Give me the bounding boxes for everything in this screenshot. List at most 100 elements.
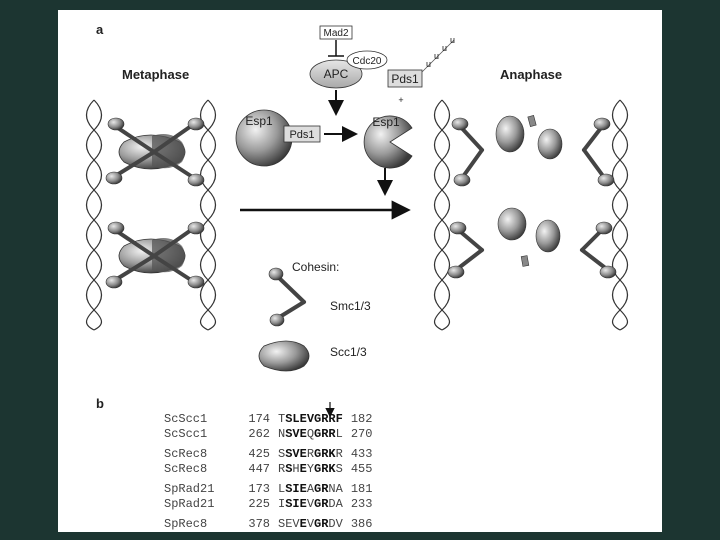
esp1-left-label: Esp1 [245, 114, 273, 128]
end-position: 386 [350, 517, 373, 531]
dna-helix-metaphase-right [199, 99, 217, 331]
conserved-residue: R [328, 427, 336, 441]
conserved-residue: F [335, 412, 343, 426]
conserved-residue: V [306, 412, 315, 426]
mad2-label: Mad2 [323, 28, 348, 39]
conserved-residue: G [314, 412, 322, 426]
start-position: 173 [248, 482, 270, 496]
sequence: TSLEVGRRF [278, 412, 343, 426]
conserved-residue: E [299, 427, 307, 441]
conserved-residue: R [321, 517, 329, 531]
conserved-residue: R [321, 447, 329, 461]
apc-label: APC [324, 67, 349, 81]
conserved-residue: R [321, 462, 329, 476]
pds1-free-box [387, 69, 423, 88]
end-position: 455 [350, 462, 373, 476]
cohesin-legend: Cohesin: Smc1/3 Scc1/3 [258, 260, 371, 372]
end-position: 182 [350, 412, 373, 426]
sequence: ISIEVGRDA [278, 497, 343, 511]
conserved-residue: I [292, 497, 300, 511]
end-position: 270 [350, 427, 373, 441]
sequence: SSVERGRKR [278, 447, 343, 461]
start-position: 447 [248, 462, 270, 476]
metaphase-cohesin-bottom [105, 221, 205, 289]
ubiquitin-chain: u u u u [421, 35, 455, 73]
start-position: 378 [248, 517, 270, 531]
conserved-residue: R [321, 497, 329, 511]
protein-name: ScRec8 [164, 462, 208, 476]
anaphase-cohesin-top [451, 115, 615, 187]
conserved-residue: S [285, 462, 293, 476]
conserved-residue: R [321, 412, 329, 426]
legend-title: Cohesin: [292, 260, 339, 274]
conserved-residue: S [285, 427, 293, 441]
conserved-residue: G [314, 482, 322, 496]
metaphase-cohesin-top [105, 117, 205, 187]
plus-sign: + [398, 95, 403, 105]
conserved-residue: S [285, 482, 293, 496]
conserved-residue: G [314, 517, 322, 531]
legend-scc-icon [258, 340, 310, 372]
end-position: 433 [350, 447, 373, 461]
start-position: 225 [248, 497, 270, 511]
figure-panel-a: Mad2 APC Cdc20 Pds1 u u u u + Esp1 Pds1 … [85, 25, 629, 418]
sequence: SEVEVGRDV [278, 517, 343, 531]
conserved-residue: E [299, 517, 307, 531]
conserved-residue: E [299, 482, 307, 496]
panel-a-letter: a [96, 22, 104, 37]
conserved-residue: R [328, 412, 336, 426]
pds1-bound-label: Pds1 [289, 129, 314, 141]
protein-name: ScScc1 [164, 412, 208, 426]
conserved-residue: G [314, 447, 322, 461]
ubiquitin-label-4: u [450, 35, 455, 45]
conserved-residue: S [285, 412, 293, 426]
start-position: 174 [248, 412, 270, 426]
legend-smc-icon [274, 273, 306, 320]
conserved-residue: S [285, 497, 293, 511]
conserved-residue: V [292, 427, 300, 441]
end-position: 181 [350, 482, 373, 496]
sequence-row: ScScc1 174 TSLEVGRRF 182 [164, 412, 372, 427]
conserved-residue: K [328, 462, 336, 476]
conserved-residue: S [285, 447, 293, 461]
figure-slide: Mad2 APC Cdc20 Pds1 u u u u + Esp1 Pds1 … [58, 10, 662, 532]
pds1-bound-box [283, 125, 321, 143]
start-position: 262 [248, 427, 270, 441]
conserved-residue: L [292, 412, 300, 426]
sequence: RSHEYGRKS [278, 462, 343, 476]
legend-scc-label: Scc1/3 [330, 345, 367, 359]
sequence: NSVEQGRRL [278, 427, 343, 441]
conserved-residue: G [314, 462, 322, 476]
ubiquitin-label-3: u [442, 43, 447, 53]
conserved-residue: K [328, 447, 336, 461]
conserved-residue: V [292, 447, 300, 461]
conserved-residue: R [321, 427, 329, 441]
conserved-residue: E [299, 497, 307, 511]
mad2-inhibition [328, 40, 344, 57]
legend-smc-label: Smc1/3 [330, 299, 371, 313]
conserved-residue: G [314, 497, 322, 511]
protein-name: SpRad21 [164, 482, 215, 496]
conserved-residue: G [314, 427, 322, 441]
cdc20-label: Cdc20 [353, 56, 382, 67]
esp1-active [363, 115, 413, 169]
metaphase-label: Metaphase [122, 67, 190, 82]
ubiquitin-label-2: u [434, 51, 439, 61]
dna-helix-anaphase-right [611, 99, 629, 331]
conserved-residue: E [299, 462, 307, 476]
pds1-free-label: Pds1 [391, 72, 419, 86]
conserved-residue: R [321, 482, 329, 496]
conserved-residue: E [299, 447, 307, 461]
end-position: 233 [350, 497, 373, 511]
dna-helix-group [85, 99, 629, 331]
apc-complex [309, 59, 363, 89]
conserved-residue: I [292, 482, 300, 496]
panel-b-letter: b [96, 396, 104, 411]
